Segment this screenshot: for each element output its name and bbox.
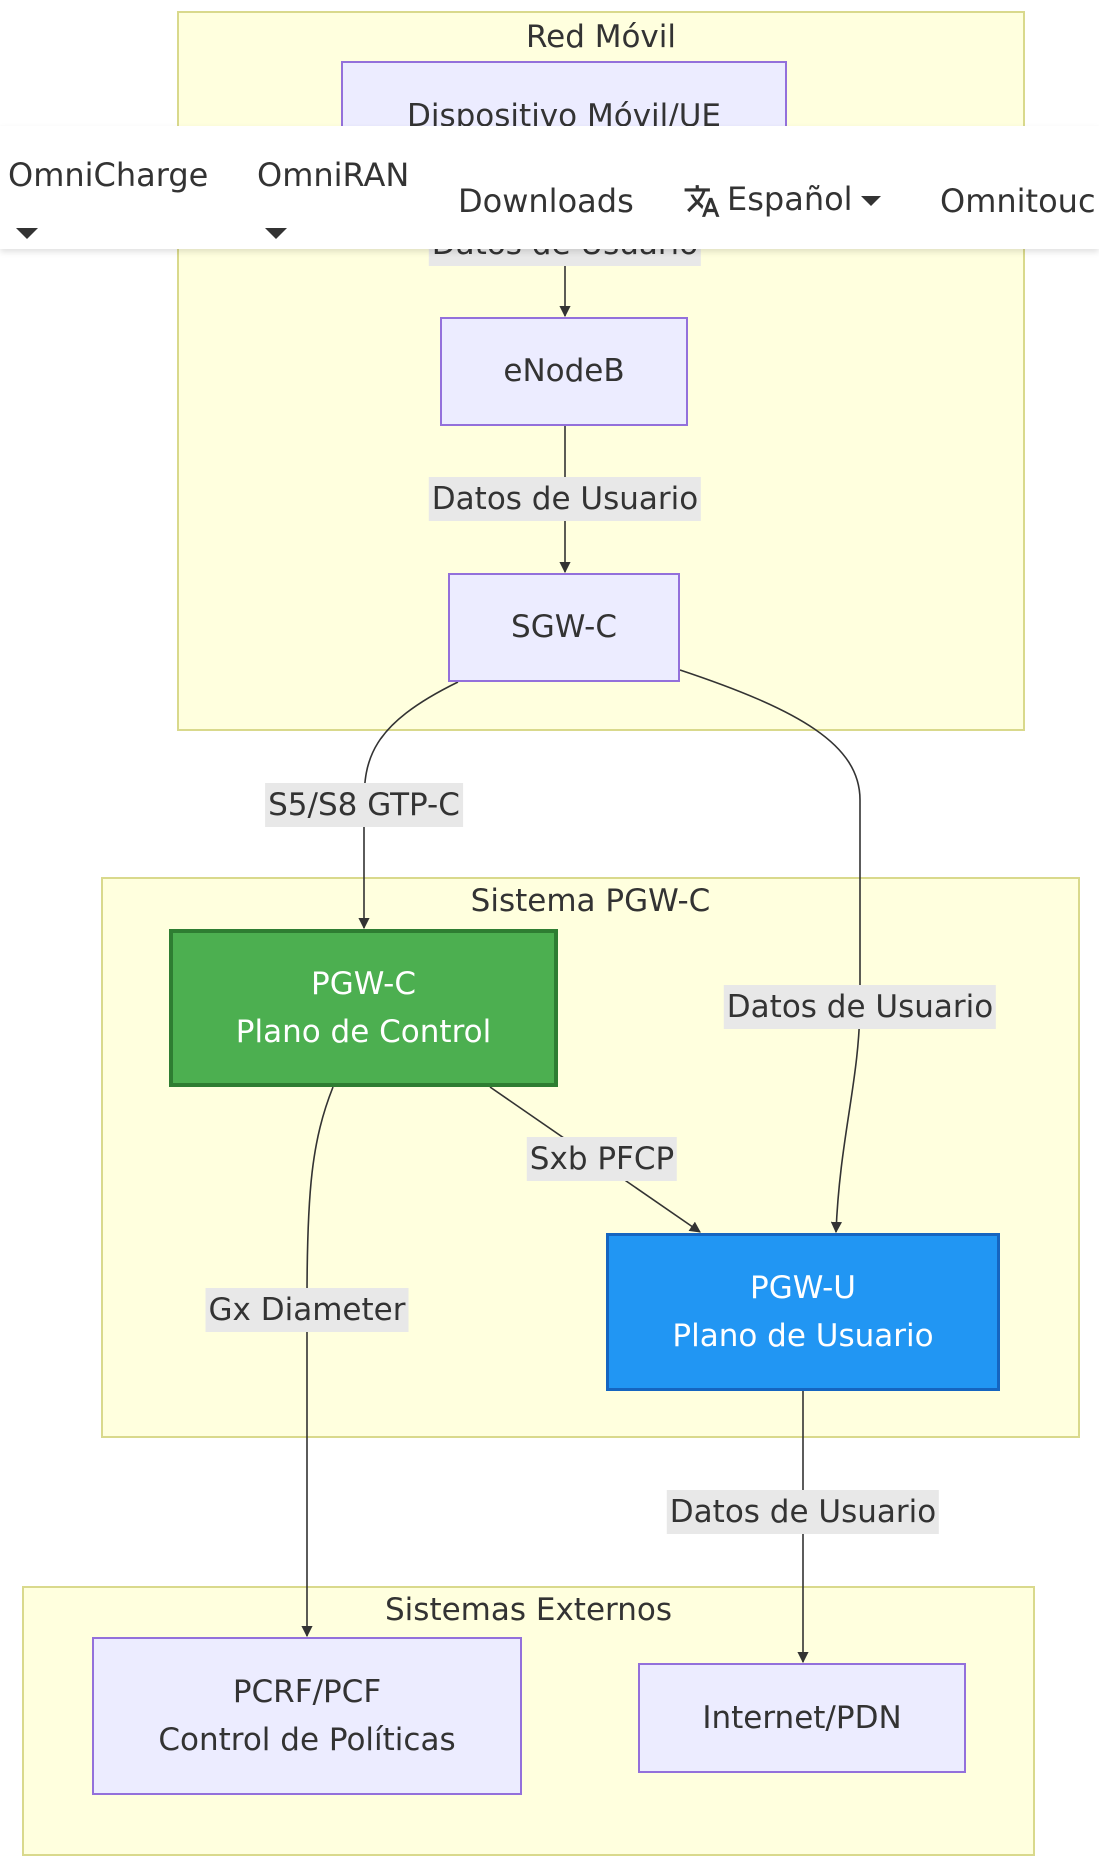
node-label-line2: Plano de Usuario xyxy=(672,1318,934,1354)
node-pgwc: PGW-C Plano de Control xyxy=(169,929,558,1087)
node-label: eNodeB xyxy=(503,353,625,390)
edge-sgwc-pgwu xyxy=(679,669,861,1234)
node-sgwc: SGW-C xyxy=(448,573,680,682)
chevron-down-icon[interactable] xyxy=(265,228,287,239)
nav-item-omnitouch[interactable]: Omnitouc xyxy=(940,182,1096,220)
node-pgwu: PGW-U Plano de Usuario xyxy=(606,1233,1000,1391)
node-label-line2: Plano de Control xyxy=(235,1014,492,1050)
nav-item-omniran[interactable]: OmniRAN xyxy=(257,156,409,194)
nav-item-label: Downloads xyxy=(458,182,634,220)
edge-label-pgwu-internet: Datos de Usuario xyxy=(666,1490,940,1534)
nav-item-label: OmniRAN xyxy=(257,156,410,194)
top-navbar: OmniCharge OmniRAN Downloads Español Omn… xyxy=(0,126,1099,249)
node-internet: Internet/PDN xyxy=(638,1663,966,1773)
nav-item-label: Omnitouc xyxy=(940,182,1096,220)
edge-pgwc-pcrf xyxy=(301,1086,334,1638)
node-label: Internet/PDN xyxy=(702,1699,902,1736)
edge-label-pgwc-pgwu: Sxb PFCP xyxy=(526,1137,678,1181)
node-label: SGW-C xyxy=(511,609,617,646)
node-label-line2: Control de Políticas xyxy=(158,1722,456,1758)
nav-item-downloads[interactable]: Downloads xyxy=(458,182,634,220)
cluster-title: Sistemas Externos xyxy=(385,1592,672,1628)
edge-label-pgwc-pcrf: Gx Diameter xyxy=(205,1288,409,1332)
edge-label-enodeb-sgwc: Datos de Usuario xyxy=(428,477,702,521)
nav-item-label: OmniCharge xyxy=(8,156,209,194)
cluster-title: Red Móvil xyxy=(525,19,677,55)
nav-item-language[interactable]: Español xyxy=(683,180,881,220)
edge-label-sgwc-pgwc: S5/S8 GTP-C xyxy=(265,783,463,827)
node-label-line1: PCRF/PCF xyxy=(232,1673,382,1710)
node-label-line1: PGW-U xyxy=(750,1269,856,1306)
chevron-down-icon xyxy=(860,196,881,206)
node-label-line1: PGW-C xyxy=(311,965,416,1002)
edge-label-sgwc-pgwu: Datos de Usuario xyxy=(723,985,997,1029)
translate-icon xyxy=(684,185,720,217)
nav-item-omnicharge[interactable]: OmniCharge xyxy=(8,156,208,194)
chevron-down-icon[interactable] xyxy=(16,228,38,239)
nav-item-label: Español xyxy=(727,180,853,218)
node-enodeb: eNodeB xyxy=(440,317,688,426)
node-pcrf: PCRF/PCF Control de Políticas xyxy=(92,1637,522,1795)
cluster-title: Sistema PGW-C xyxy=(470,883,711,919)
